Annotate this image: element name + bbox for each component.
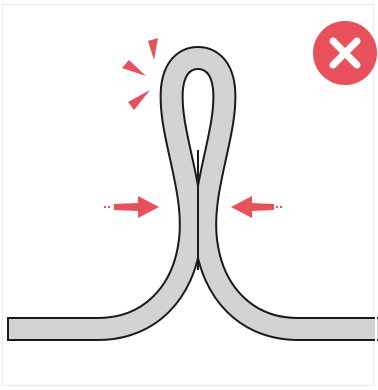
stress-mark-top [148, 38, 158, 60]
stress-mark-middle [122, 60, 146, 76]
close-icon [313, 21, 377, 85]
stress-marks [122, 38, 158, 110]
cable [8, 58, 378, 341]
pinch-arrow-right [231, 196, 284, 218]
stress-mark-bottom [128, 90, 150, 110]
cable-body [8, 58, 378, 329]
pinch-arrow-left [104, 196, 159, 218]
